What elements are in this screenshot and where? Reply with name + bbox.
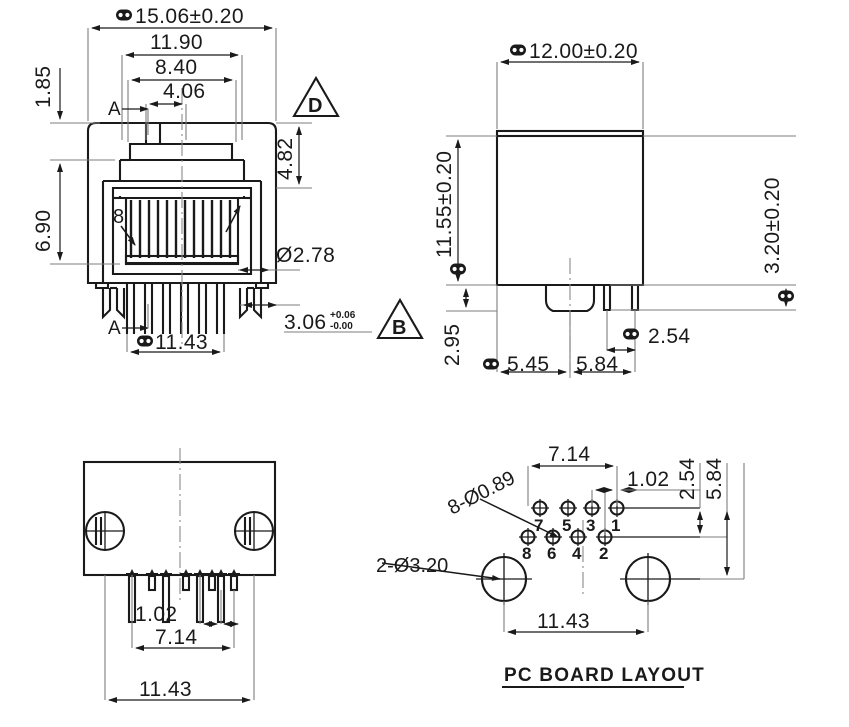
pcb-pad-6-number: 6 <box>547 544 556 563</box>
section-mark-a-top-label: A <box>108 99 121 120</box>
pcb-pad-2-number: 2 <box>599 544 608 563</box>
dim-front-peg-width-tol-upper: +0.06 <box>330 310 356 321</box>
dim-front-peg-width-label: 3.06 <box>284 311 326 334</box>
dim-front-peg-dia-label: Ø2.78 <box>276 244 335 267</box>
dim-side-pin-length: 3.20±0.20 <box>761 177 794 307</box>
pcb-layout-title-label: PC BOARD LAYOUT <box>504 665 705 686</box>
pcb-pad-7: 7 <box>531 499 549 535</box>
dim-side-body-width-label: 12.00±0.20 <box>529 40 638 63</box>
dim-front-peg-dia: Ø2.78 <box>239 244 335 273</box>
bottom-view-mount-boss-left <box>84 510 126 552</box>
pcb-pad-8-number: 8 <box>522 544 531 563</box>
dim-bottom-pin-span: 7.14 <box>135 626 231 651</box>
bottom-view: 1.02 7.14 11.43 <box>82 448 277 703</box>
dim-side-body-width: 12.00±0.20 <box>500 40 640 65</box>
pcb-pad-holes: 7 5 3 1 8 <box>519 499 700 563</box>
dim-side-body-height-label: 11.55±0.20 <box>433 151 456 258</box>
dim-front-housing-width: 11.90 <box>125 31 239 58</box>
flag-note-b-label: B <box>392 317 406 339</box>
dim-pcb-hole-span-label: 11.43 <box>537 610 590 633</box>
leader-mount-holes: 2-Ø3.20 <box>376 555 501 581</box>
dim-front-top-offset-label: 1.85 <box>32 66 55 108</box>
dim-side-boss-offset: 5.45 <box>483 353 567 376</box>
dim-pcb-row-pitch: 2.54 <box>676 458 703 534</box>
dim-side-boss-offset-label: 5.45 <box>507 353 549 376</box>
dim-front-opening-width: 8.40 <box>131 56 233 83</box>
side-view: 12.00±0.20 11.55±0.20 2.95 3.20±0.20 2.5… <box>433 40 796 380</box>
dim-side-body-height: 11.55±0.20 <box>433 139 466 282</box>
dim-bottom-boss-span: 11.43 <box>108 678 251 703</box>
dim-front-key-width-label: 4.06 <box>163 80 205 103</box>
dim-pcb-hole-offset-label: 5.84 <box>703 458 726 500</box>
dim-front-top-offset: 1.85 <box>32 66 63 120</box>
dim-pcb-pin-span: 7.14 <box>531 443 614 469</box>
pcb-layout-title: PC BOARD LAYOUT <box>502 665 705 689</box>
dim-side-pin-pitch-label: 2.54 <box>648 325 690 348</box>
leader-mount-holes-label: 2-Ø3.20 <box>376 555 448 577</box>
dim-side-pin-length-label: 3.20±0.20 <box>761 177 784 274</box>
callout-contact-count-label: 8 <box>113 206 124 228</box>
bottom-view-pins <box>84 569 275 624</box>
dim-front-step-height-label: 4.82 <box>274 138 297 180</box>
dim-front-opening-height: 6.90 <box>32 163 63 261</box>
flag-note-d: D <box>292 75 340 118</box>
pcb-pad-4: 4 <box>569 528 587 563</box>
dim-side-boss-height-label: 2.95 <box>441 324 464 366</box>
dim-side-boss-height: 2.95 <box>441 288 469 366</box>
dim-bottom-boss-span-label: 11.43 <box>139 678 192 701</box>
flag-note-d-label: D <box>308 95 322 117</box>
flag-note-b: B <box>376 297 424 340</box>
pcb-pad-7-number: 7 <box>534 516 543 535</box>
side-view-extension-lines <box>446 62 796 372</box>
dim-bottom-pin-row-gap-label: 1.02 <box>135 603 177 626</box>
dim-pcb-row-pitch-label: 2.54 <box>676 458 699 500</box>
dim-front-pin-span: 11.43 <box>130 331 221 355</box>
dim-front-opening-height-label: 6.90 <box>32 210 55 252</box>
front-view-contacts <box>124 200 240 266</box>
section-mark-a-top: A <box>108 99 149 135</box>
section-mark-a-bottom-label: A <box>108 318 121 339</box>
bottom-view-extension-lines <box>104 575 255 700</box>
dim-front-opening-width-label: 8.40 <box>155 56 197 79</box>
dim-front-step-height: 4.82 <box>274 126 302 185</box>
dim-pcb-pin-row-gap: 1.02 <box>595 468 700 493</box>
dim-pcb-hole-span: 11.43 <box>507 610 645 635</box>
dim-pcb-pin-span-label: 7.14 <box>548 443 590 466</box>
front-view: 15.06±0.20 11.90 8.40 4.06 1.85 6.90 <box>32 5 424 355</box>
dim-pcb-hole-offset: 5.84 <box>703 458 730 576</box>
dim-front-peg-width-tol-lower: -0.00 <box>330 321 353 332</box>
pcb-pad-8: 8 <box>519 528 537 563</box>
bottom-view-mount-boss-right <box>233 510 275 552</box>
dim-front-pin-span-label: 11.43 <box>155 331 208 354</box>
dim-front-housing-width-label: 11.90 <box>150 31 203 54</box>
pcb-pad-4-number: 4 <box>572 544 582 563</box>
dim-pcb-pin-row-gap-label: 1.02 <box>627 468 669 491</box>
dim-bottom-pin-span-label: 7.14 <box>155 626 197 649</box>
pcb-pad-5-number: 5 <box>562 516 571 535</box>
dim-side-pin-pitch: 2.54 <box>606 325 690 353</box>
section-mark-a-bottom: A <box>108 304 149 339</box>
dim-side-pin-offset: 5.84 <box>573 353 632 376</box>
dim-front-key-width: 4.06 <box>149 80 205 107</box>
dim-front-peg-width: 3.06 +0.06 -0.00 <box>243 302 372 334</box>
pcb-pad-1-number: 1 <box>611 516 620 535</box>
pcb-pad-5: 5 <box>559 499 577 535</box>
dim-front-overall-width: 15.06±0.20 <box>91 5 273 31</box>
dim-side-pin-offset-label: 5.84 <box>576 353 618 376</box>
dim-bottom-pin-row-gap: 1.02 <box>135 603 239 627</box>
front-view-pins <box>88 281 276 334</box>
pcb-pad-3-number: 3 <box>586 516 595 535</box>
dim-front-overall-width-label: 15.06±0.20 <box>135 5 244 28</box>
callout-contact-count: 8 <box>113 205 241 246</box>
